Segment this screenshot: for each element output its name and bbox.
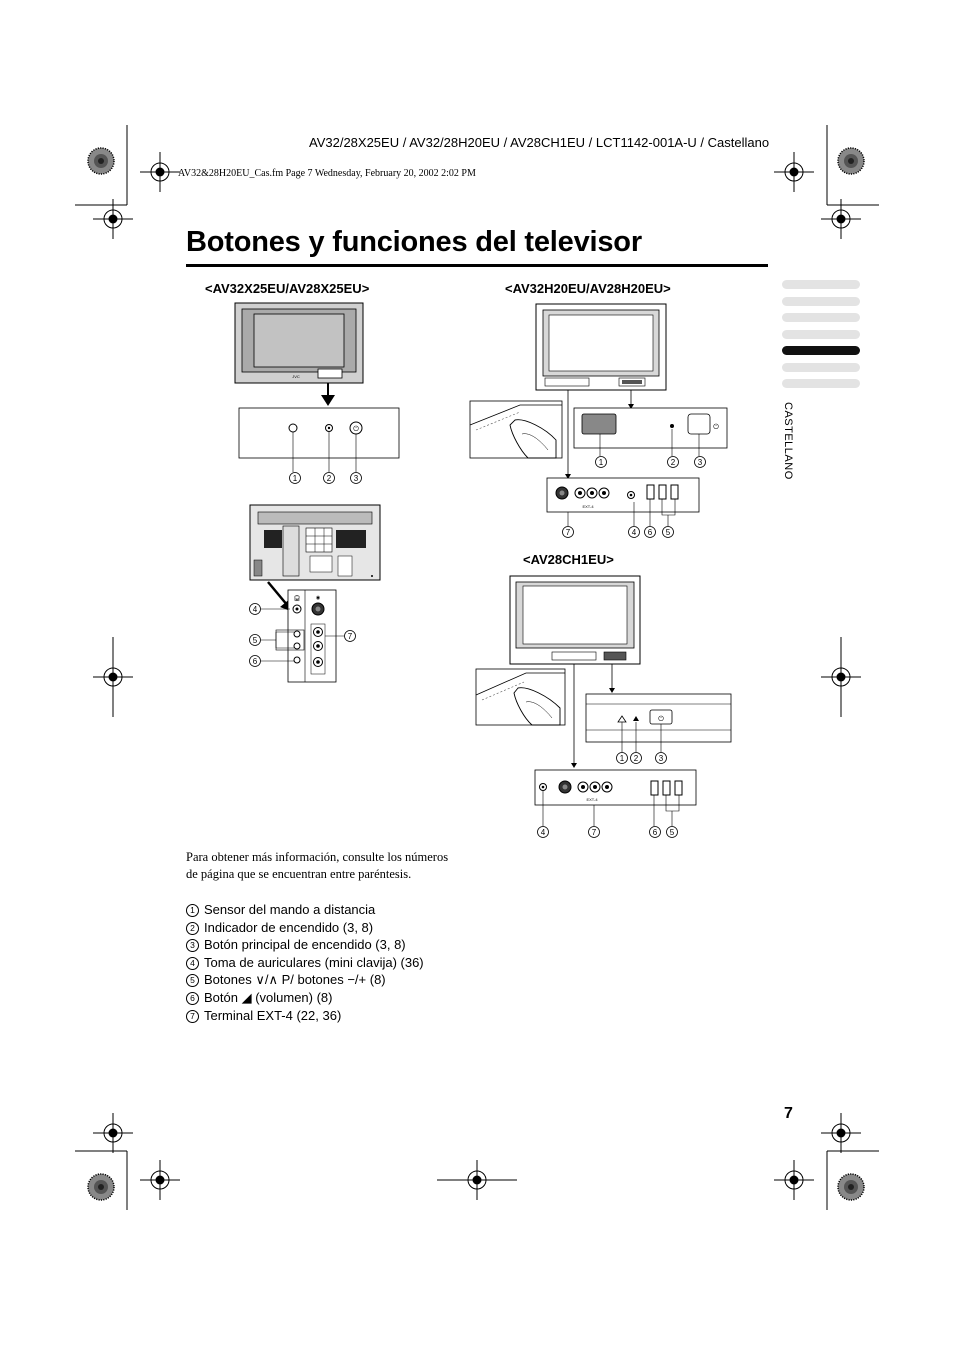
svg-text:2: 2 <box>327 474 332 483</box>
legend-item: 1 Sensor del mando a distancia <box>186 901 424 919</box>
section-tabs <box>782 280 860 396</box>
legend-text: Botón ◢ (volumen) (8) <box>204 989 333 1005</box>
tv-front-h20 <box>535 303 667 391</box>
section-tab <box>782 379 860 388</box>
svg-text:6: 6 <box>648 528 653 537</box>
section-tab-active <box>782 346 860 355</box>
legend-item: 4 Toma de auriculares (mini clavija) (36) <box>186 954 424 972</box>
legend-text: Botones ∨/∧ P/ botones −/+ (8) <box>204 972 386 988</box>
language-label: CASTELLANO <box>782 402 794 480</box>
file-info-line: AV32&28H20EU_Cas.fm Page 7 Wednesday, Fe… <box>178 168 476 179</box>
legend-text: Indicador de encendido (3, 8) <box>204 919 374 935</box>
legend-text: Toma de auriculares (mini clavija) (36) <box>204 954 424 970</box>
intro-paragraph: Para obtener más información, consulte l… <box>186 850 449 881</box>
svg-text:3: 3 <box>698 458 703 467</box>
header-models-line: AV32/28X25EU / AV32/28H20EU / AV28CH1EU … <box>309 135 770 150</box>
power-icon: ⏻ <box>713 423 719 431</box>
power-icon: ⏻ <box>658 715 664 723</box>
svg-text:1: 1 <box>620 754 625 763</box>
svideo-icon: ◉ <box>316 595 321 601</box>
svg-text:EXT-4: EXT-4 <box>586 797 598 802</box>
svg-text:6: 6 <box>653 828 658 837</box>
page-number: 7 <box>784 1105 793 1122</box>
front-panel-x25: ⏻ <box>238 407 400 472</box>
legend-text: Botón principal de encendido (3, 8) <box>204 937 406 953</box>
callout-number: 3 <box>186 939 199 953</box>
callout-number: 6 <box>186 991 199 1005</box>
tv-front-ch1 <box>509 575 641 665</box>
model-label-x25: <AV32X25EU/AV28X25EU> <box>205 281 370 296</box>
svg-text:7: 7 <box>592 828 597 837</box>
legend-item: 7 Terminal EXT-4 (22, 36) <box>186 1007 424 1025</box>
callout-number: 2 <box>186 921 199 935</box>
headphone-icon: 🎧︎ <box>293 594 301 602</box>
svg-text:6: 6 <box>253 657 258 666</box>
svg-text:4: 4 <box>541 828 546 837</box>
section-tab <box>782 329 860 339</box>
svg-text:4: 4 <box>632 528 637 537</box>
callouts-b-front: 1 2 3 <box>595 456 706 468</box>
finger-press-ch1 <box>475 668 566 726</box>
callout-number: 7 <box>186 1009 199 1023</box>
page-title: Botones y funciones del televisor <box>186 226 642 258</box>
legend-item: 3 Botón principal de encendido (3, 8) <box>186 936 424 954</box>
bottom-panel-ch1: EXT-4 <box>534 769 697 826</box>
section-tab <box>782 296 860 306</box>
callouts-a-side: 4 5 6 7 <box>249 603 356 667</box>
legend-text: Terminal EXT-4 (22, 36) <box>204 1007 342 1023</box>
power-icon: ⏻ <box>353 425 359 433</box>
legend-item: 5 Botones ∨/∧ P/ botones −/+ (8) <box>186 971 424 989</box>
brand-logo: JVC <box>292 374 300 379</box>
tv-rear-x25 <box>249 504 381 581</box>
svg-text:7: 7 <box>348 632 353 641</box>
callouts-b-bottom: 7 4 6 5 <box>562 526 674 538</box>
finger-press-h20 <box>469 400 563 459</box>
svg-text:5: 5 <box>253 636 258 645</box>
front-panel-ch1: ⏻ <box>585 693 732 752</box>
legend-text: Sensor del mando a distancia <box>204 902 376 917</box>
arrow-down-icon <box>321 395 335 406</box>
callouts-c-front: 1 2 3 <box>616 752 667 764</box>
svg-text:1: 1 <box>293 474 298 483</box>
bottom-panel-h20: EXT-4 <box>546 477 700 526</box>
section-tab <box>782 362 860 372</box>
title-rule <box>186 264 768 267</box>
model-label-h20: <AV32H20EU/AV28H20EU> <box>505 281 671 296</box>
callout-number: 5 <box>186 974 199 988</box>
svg-text:1: 1 <box>599 458 604 467</box>
legend-item: 6 Botón ◢ (volumen) (8) <box>186 989 424 1007</box>
svg-text:2: 2 <box>634 754 639 763</box>
svg-text:EXT-4: EXT-4 <box>582 504 594 509</box>
svg-text:2: 2 <box>671 458 676 467</box>
model-label-ch1: <AV28CH1EU> <box>523 552 614 567</box>
callouts-c-bottom: 4 7 6 5 <box>537 826 678 838</box>
callouts-a-front: 1 2 3 <box>289 472 362 484</box>
tv-front-x25: JVC <box>234 302 364 384</box>
svg-text:3: 3 <box>354 474 359 483</box>
callout-number: 1 <box>186 904 199 917</box>
legend-item: 2 Indicador de encendido (3, 8) <box>186 919 424 937</box>
svg-text:7: 7 <box>566 528 571 537</box>
svg-text:3: 3 <box>659 754 664 763</box>
svg-text:5: 5 <box>666 528 671 537</box>
section-tab <box>782 313 860 322</box>
svg-text:4: 4 <box>253 605 258 614</box>
front-panel-h20: ⏻ <box>573 407 728 456</box>
legend-list: 1 Sensor del mando a distancia 2 Indicador… <box>186 901 424 1024</box>
svg-text:5: 5 <box>670 828 675 837</box>
callout-number: 4 <box>186 956 199 970</box>
section-tab <box>782 280 860 289</box>
